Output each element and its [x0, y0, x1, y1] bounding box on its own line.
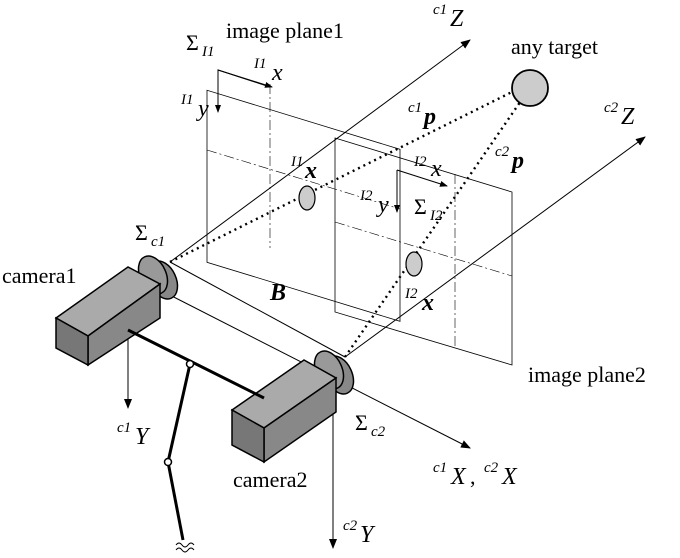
image-plane-1-frame	[206, 89, 401, 322]
i1-y-superscript: I1	[180, 92, 194, 108]
c1-z-superscript: c1	[433, 2, 447, 18]
sigma-i1-subscript: I1	[201, 44, 215, 60]
c1-y-label: Y	[135, 424, 151, 450]
i1-x-superscript: I1	[253, 56, 267, 72]
c2-y-superscript: c2	[343, 518, 358, 534]
c2-p-superscript: c2	[495, 144, 510, 160]
i1-x-label: x	[271, 60, 283, 86]
ray-c2-to-target	[344, 91, 528, 358]
i2-x-superscript: I2	[413, 154, 427, 170]
c2-x-label: X	[501, 464, 518, 490]
c1-z-axis	[169, 39, 471, 263]
sigma-i1-symbol: Σ	[186, 30, 199, 55]
c2-p-label: p	[510, 148, 524, 174]
baseline-upper	[169, 261, 346, 358]
i2-xvec-superscript: I2	[404, 286, 418, 302]
baseline-label: B	[269, 280, 286, 306]
image-plane-2-hcenter	[334, 221, 513, 277]
c2-x-superscript: c2	[484, 460, 499, 476]
x-axis-comma: ,	[470, 464, 476, 489]
i1-x-axis	[217, 69, 273, 88]
sigma-c2-subscript: c2	[371, 424, 386, 440]
camera1-label: camera1	[2, 263, 77, 288]
target-sphere	[511, 69, 549, 107]
image-plane-2	[334, 137, 513, 366]
c1-x-label: X	[450, 464, 467, 490]
c2-y-label: Y	[360, 522, 376, 548]
c2-z-label: Z	[621, 104, 635, 130]
camera2-label: camera2	[233, 467, 308, 492]
i2-xvec-label: x	[421, 290, 434, 316]
i1-axes	[217, 69, 271, 110]
c2-z-axis	[344, 136, 646, 358]
sigma-c1-subscript: c1	[151, 234, 165, 250]
i1-xvec-superscript: I1	[290, 154, 304, 170]
c1-y-superscript: c1	[117, 420, 131, 436]
sigma-c2-symbol: Σ	[355, 410, 368, 435]
sigma-c1-symbol: Σ	[135, 220, 148, 245]
i2-y-superscript: I2	[359, 188, 373, 204]
image-plane-2-frame	[334, 137, 513, 366]
camera2-body	[230, 350, 355, 464]
camera1-body	[54, 255, 179, 367]
c1-p-label: p	[422, 104, 436, 130]
c1-x-superscript: c1	[433, 460, 447, 476]
i1-y-label: y	[196, 96, 209, 122]
ray-c1-to-target	[169, 86, 521, 264]
image-plane-2-label: image plane2	[528, 362, 646, 387]
i2-y-label: y	[376, 192, 389, 218]
image-point-2	[405, 251, 423, 277]
image-point-1	[298, 185, 316, 211]
image-plane-1	[206, 84, 401, 322]
any-target-label: any target	[511, 34, 598, 59]
i2-x-axis	[396, 169, 448, 187]
i2-x-label: x	[430, 156, 442, 182]
sigma-i2-symbol: Σ	[414, 194, 427, 219]
image-plane-1-hcenter	[206, 149, 401, 210]
i1-xvec-label: x	[304, 158, 317, 184]
c2-z-superscript: c2	[604, 100, 619, 116]
c1-p-superscript: c1	[408, 100, 422, 116]
c1-z-label: Z	[450, 6, 464, 32]
mounting-rig	[127, 328, 265, 553]
sigma-i2-subscript: I2	[429, 208, 443, 224]
image-plane-1-label: image plane1	[226, 18, 344, 43]
